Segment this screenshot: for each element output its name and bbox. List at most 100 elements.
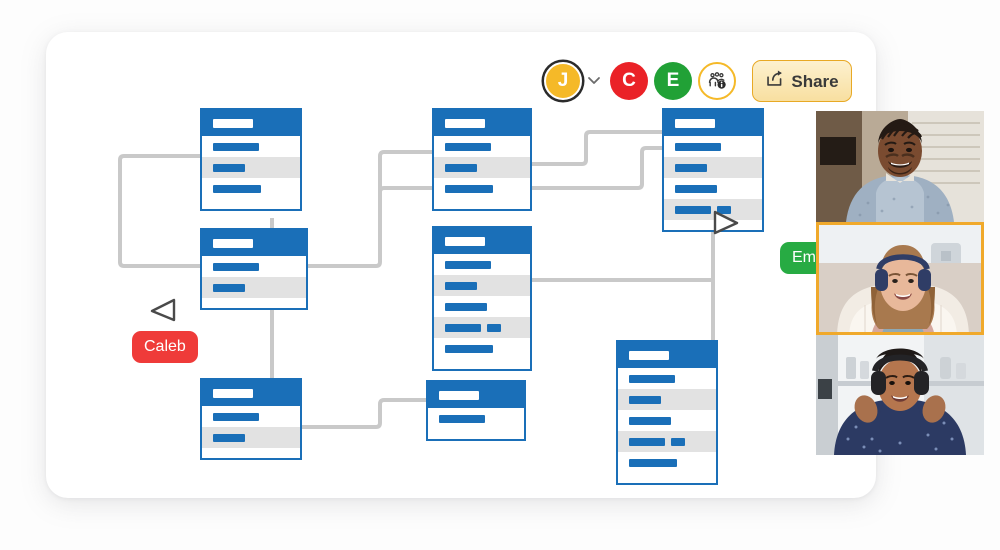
entity-card-5[interactable] xyxy=(432,226,532,371)
entity-field xyxy=(213,262,259,271)
entity-card-7[interactable] xyxy=(662,108,764,232)
er-diagram-canvas[interactable]: Caleb Emily xyxy=(46,32,876,498)
entity-field-row xyxy=(202,178,300,199)
entity-field xyxy=(487,323,501,332)
entity-field xyxy=(629,458,677,467)
entity-field-row xyxy=(428,408,524,429)
video-tile-3-scene xyxy=(816,335,984,455)
entity-field xyxy=(213,184,261,193)
entity-card-1-title-bar xyxy=(213,118,253,128)
entity-card-6-title-bar xyxy=(439,390,479,400)
avatar-j[interactable]: J xyxy=(544,62,582,100)
entity-card-pad xyxy=(202,448,300,458)
entity-field-row xyxy=(664,178,762,199)
entity-field-row xyxy=(434,157,530,178)
video-tile-2-scene xyxy=(819,225,981,332)
entity-field-row xyxy=(434,338,530,359)
entity-field xyxy=(213,283,245,292)
cursor-emily-pointer-icon xyxy=(710,204,742,247)
cursor-caleb-name: Caleb xyxy=(144,338,186,355)
entity-card-7-body xyxy=(664,136,762,230)
entity-card-5-header xyxy=(434,228,530,254)
entity-card-pad xyxy=(434,359,530,369)
chevron-down-icon[interactable] xyxy=(586,72,602,88)
entity-field xyxy=(445,163,477,172)
entity-card-5-body xyxy=(434,254,530,369)
entity-card-3[interactable] xyxy=(200,378,302,460)
entity-field-row xyxy=(434,178,530,199)
entity-field xyxy=(445,302,487,311)
cursor-caleb-label: Caleb xyxy=(132,331,198,363)
video-tile-1-scene xyxy=(816,111,984,222)
entity-field xyxy=(629,437,665,446)
entity-card-8[interactable] xyxy=(616,340,718,485)
entity-field-row xyxy=(664,199,762,220)
entity-field xyxy=(675,205,711,214)
entity-field-row xyxy=(434,296,530,317)
entity-field xyxy=(445,281,477,290)
people-info-icon[interactable] xyxy=(698,62,736,100)
entity-card-4[interactable] xyxy=(432,108,532,211)
entity-card-pad xyxy=(428,429,524,439)
whiteboard-panel[interactable]: J C E xyxy=(46,32,876,498)
entity-card-2-body xyxy=(202,256,306,308)
entity-field-row xyxy=(618,431,716,452)
entity-field-row xyxy=(618,389,716,410)
entity-field xyxy=(629,374,675,383)
entity-field-row xyxy=(434,254,530,275)
entity-card-6[interactable] xyxy=(426,380,526,441)
entity-card-pad xyxy=(618,473,716,483)
entity-card-1-body xyxy=(202,136,300,209)
entity-field-row xyxy=(202,157,300,178)
entity-card-1[interactable] xyxy=(200,108,302,211)
entity-field xyxy=(671,437,685,446)
video-tile-1[interactable] xyxy=(816,111,984,222)
entity-card-4-body xyxy=(434,136,530,209)
avatar-j-initial: J xyxy=(557,70,569,91)
entity-field-row xyxy=(618,452,716,473)
entity-field-row xyxy=(664,136,762,157)
entity-card-3-header xyxy=(202,380,300,406)
entity-field-row xyxy=(202,256,306,277)
share-button[interactable]: Share xyxy=(752,60,852,102)
entity-card-4-header xyxy=(434,110,530,136)
entity-card-pad xyxy=(202,298,306,308)
share-arrow-icon xyxy=(765,69,784,93)
entity-field xyxy=(445,260,491,269)
share-button-label: Share xyxy=(791,71,839,91)
entity-card-6-header xyxy=(428,382,524,408)
entity-card-8-title-bar xyxy=(629,350,669,360)
entity-field xyxy=(717,205,731,214)
entity-card-8-header xyxy=(618,342,716,368)
entity-field-row xyxy=(202,406,300,427)
entity-field xyxy=(675,163,707,172)
entity-field xyxy=(445,184,493,193)
entity-card-6-body xyxy=(428,408,524,439)
video-filmstrip xyxy=(816,111,984,455)
avatar-e[interactable]: E xyxy=(654,62,692,100)
video-tile-3[interactable] xyxy=(816,335,984,455)
entity-card-3-body xyxy=(202,406,300,458)
entity-card-pad xyxy=(202,199,300,209)
video-tile-2[interactable] xyxy=(816,222,984,335)
avatar-e-initial: E xyxy=(666,70,680,91)
entity-field xyxy=(629,395,661,404)
entity-field xyxy=(213,163,245,172)
avatar-c[interactable]: C xyxy=(610,62,648,100)
entity-field-row xyxy=(434,317,530,338)
entity-field-row xyxy=(618,410,716,431)
entity-field xyxy=(445,344,493,353)
entity-field-row xyxy=(664,157,762,178)
entity-field-row xyxy=(202,427,300,448)
collaboration-toolbar: J C E xyxy=(46,32,876,128)
entity-card-pad xyxy=(664,220,762,230)
entity-field xyxy=(675,184,717,193)
entity-card-2-header xyxy=(202,230,306,256)
entity-field xyxy=(445,323,481,332)
entity-card-5-title-bar xyxy=(445,236,485,246)
entity-field xyxy=(213,433,245,442)
entity-card-7-title-bar xyxy=(675,118,715,128)
entity-card-2[interactable] xyxy=(200,228,308,310)
entity-field xyxy=(439,414,485,423)
